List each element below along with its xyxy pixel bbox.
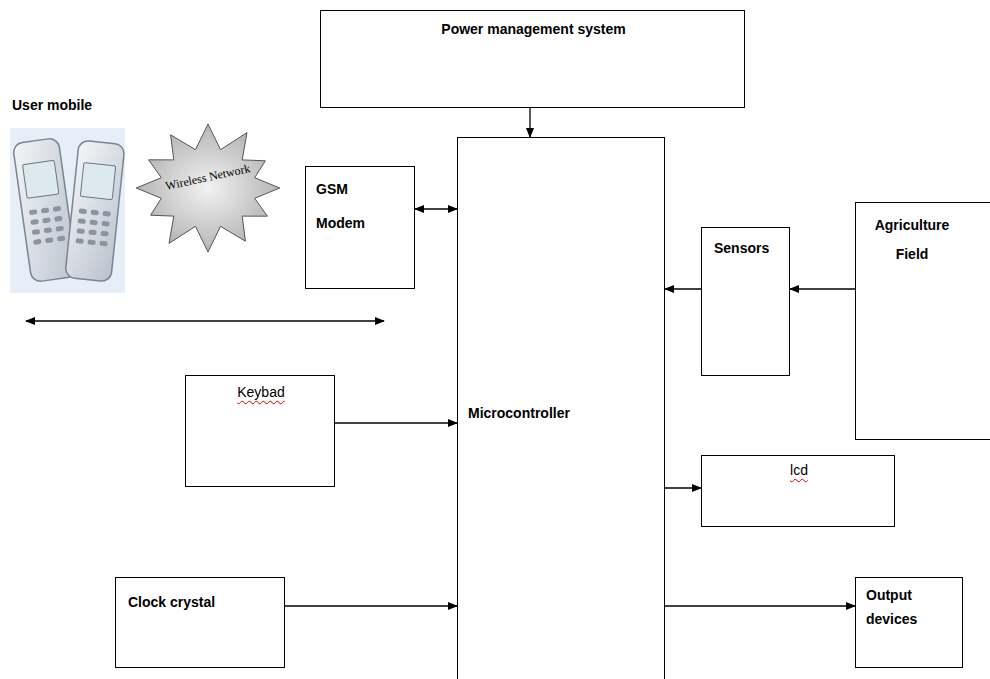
box-text: Microcontroller	[468, 405, 648, 423]
phone-illustration	[10, 128, 125, 293]
signal-arrow	[285, 605, 457, 606]
controller-box: Microcontroller	[457, 137, 665, 679]
box-text: GSM Modem	[316, 173, 376, 240]
box-text: Clock crystal	[128, 594, 278, 612]
signal-arrow	[529, 108, 530, 137]
keypad-box: Keybad	[185, 375, 335, 487]
signal-arrow	[790, 288, 855, 289]
starburst-shape	[128, 122, 288, 254]
signal-arrow	[415, 208, 457, 209]
link-arrow	[26, 320, 384, 321]
field-box: Agriculture Field	[855, 202, 990, 440]
display-box: lcd	[701, 455, 895, 527]
box-text: lcd	[702, 462, 896, 480]
output-box: Output devices	[855, 577, 963, 668]
signal-arrow	[335, 422, 457, 423]
box-text: Output devices	[866, 584, 946, 632]
power-box: Power management system	[320, 10, 745, 108]
signal-arrow	[665, 605, 855, 606]
modem-box: GSM Modem	[305, 166, 415, 289]
signal-arrow	[665, 288, 701, 289]
box-text: Keybad	[186, 384, 336, 402]
signal-arrow	[665, 487, 701, 488]
box-text: Power management system	[321, 21, 746, 39]
mobile-label: User mobile	[12, 97, 92, 113]
box-text: Agriculture Field	[862, 211, 962, 270]
clock-box: Clock crystal	[115, 577, 285, 668]
box-text: Sensors	[714, 240, 784, 258]
network-cloud: Wireless Network	[128, 122, 288, 254]
sensor-box: Sensors	[701, 227, 790, 376]
